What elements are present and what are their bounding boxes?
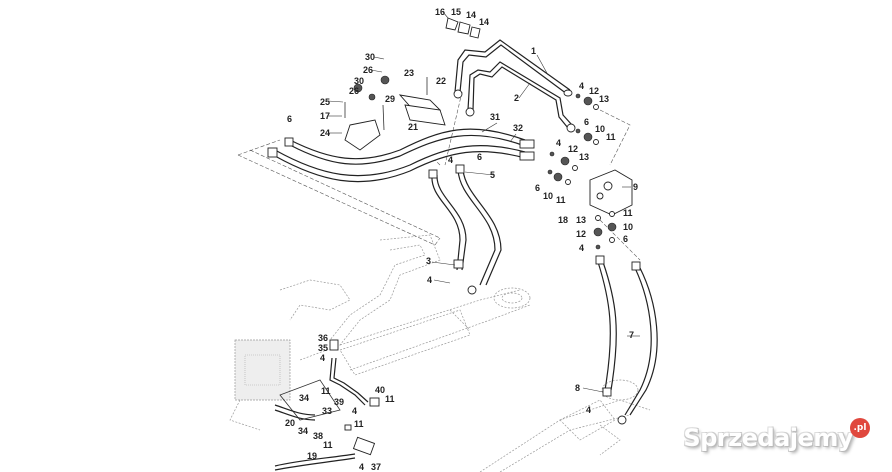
ghost-machinery <box>229 234 651 472</box>
callout-3: 3 <box>426 256 431 266</box>
callout-18: 18 <box>558 215 568 225</box>
callout-11: 11 <box>385 394 395 404</box>
callout-11: 11 <box>354 419 364 429</box>
callout-11: 11 <box>321 386 331 396</box>
callout-6: 6 <box>584 117 589 127</box>
callout-4: 4 <box>427 275 432 285</box>
callout-10: 10 <box>623 222 633 232</box>
callout-39: 39 <box>334 397 344 407</box>
callout-7: 7 <box>629 330 634 340</box>
callout-4: 4 <box>556 138 561 148</box>
hose-31 <box>284 128 526 165</box>
callout-15: 15 <box>451 7 461 17</box>
callout-12: 12 <box>576 229 586 239</box>
callout-11: 11 <box>606 132 616 142</box>
callout-9: 9 <box>633 182 638 192</box>
callout-37: 37 <box>371 462 381 472</box>
hose-32 <box>267 139 535 183</box>
callout-4: 4 <box>586 405 591 415</box>
callout-10: 10 <box>543 191 553 201</box>
callout-20: 20 <box>285 418 295 428</box>
clamp-parts <box>344 17 481 151</box>
callout-30: 30 <box>365 52 375 62</box>
callout-38: 38 <box>313 431 323 441</box>
callout-2: 2 <box>514 93 519 103</box>
callout-14: 14 <box>466 10 476 20</box>
pipe-1 <box>453 39 573 99</box>
callout-6: 6 <box>623 234 628 244</box>
callout-25: 25 <box>320 97 330 107</box>
reference-frames <box>237 91 641 261</box>
callout-16: 16 <box>435 7 445 17</box>
callout-17: 17 <box>320 111 330 121</box>
callout-4: 4 <box>448 155 453 165</box>
callout-1: 1 <box>531 46 536 56</box>
watermark: Sprzedajemy .pl <box>683 418 870 452</box>
callout-4: 4 <box>579 243 584 253</box>
callout-11: 11 <box>623 208 633 218</box>
callout-31: 31 <box>490 112 500 122</box>
callout-26: 26 <box>363 65 373 75</box>
callout-40: 40 <box>375 385 385 395</box>
callout-labels: 16 15 14 14 1 2 30 26 30 26 23 22 25 29 … <box>285 7 638 472</box>
hose-3 <box>428 169 467 271</box>
callout-4: 4 <box>359 462 364 472</box>
callout-6: 6 <box>535 183 540 193</box>
callout-14: 14 <box>479 17 489 27</box>
leader-lines <box>327 11 640 393</box>
callout-30: 30 <box>354 76 364 86</box>
callout-34: 34 <box>298 426 308 436</box>
callout-35: 35 <box>318 343 328 353</box>
callout-11: 11 <box>323 440 333 450</box>
callout-6: 6 <box>477 152 482 162</box>
callout-4: 4 <box>352 406 357 416</box>
callout-11: 11 <box>556 195 566 205</box>
callout-23: 23 <box>404 68 414 78</box>
callout-29: 29 <box>385 94 395 104</box>
callout-10: 10 <box>595 124 605 134</box>
callout-26: 26 <box>349 86 359 96</box>
callout-36: 36 <box>318 333 328 343</box>
callout-12: 12 <box>568 144 578 154</box>
callout-34: 34 <box>299 393 309 403</box>
pipe-2 <box>465 61 576 133</box>
watermark-text: Sprzedajemy <box>683 424 853 452</box>
hose-7 <box>595 255 658 425</box>
callout-33: 33 <box>322 406 332 416</box>
callout-13: 13 <box>579 152 589 162</box>
callout-32: 32 <box>513 123 523 133</box>
callout-22: 22 <box>436 76 446 86</box>
hose-5 <box>455 164 502 295</box>
manifold-block-9 <box>589 169 633 216</box>
lower-pipe-assembly <box>274 339 380 471</box>
fittings <box>547 93 617 250</box>
callout-8: 8 <box>575 383 580 393</box>
callout-6: 6 <box>287 114 292 124</box>
callout-4: 4 <box>320 353 325 363</box>
watermark-badge: .pl <box>850 418 870 438</box>
callout-21: 21 <box>408 122 418 132</box>
callout-24: 24 <box>320 128 330 138</box>
callout-13: 13 <box>576 215 586 225</box>
callout-19: 19 <box>307 451 317 461</box>
callout-13: 13 <box>599 94 609 104</box>
callout-12: 12 <box>589 86 599 96</box>
valve-block <box>229 339 291 431</box>
callout-4: 4 <box>579 81 584 91</box>
